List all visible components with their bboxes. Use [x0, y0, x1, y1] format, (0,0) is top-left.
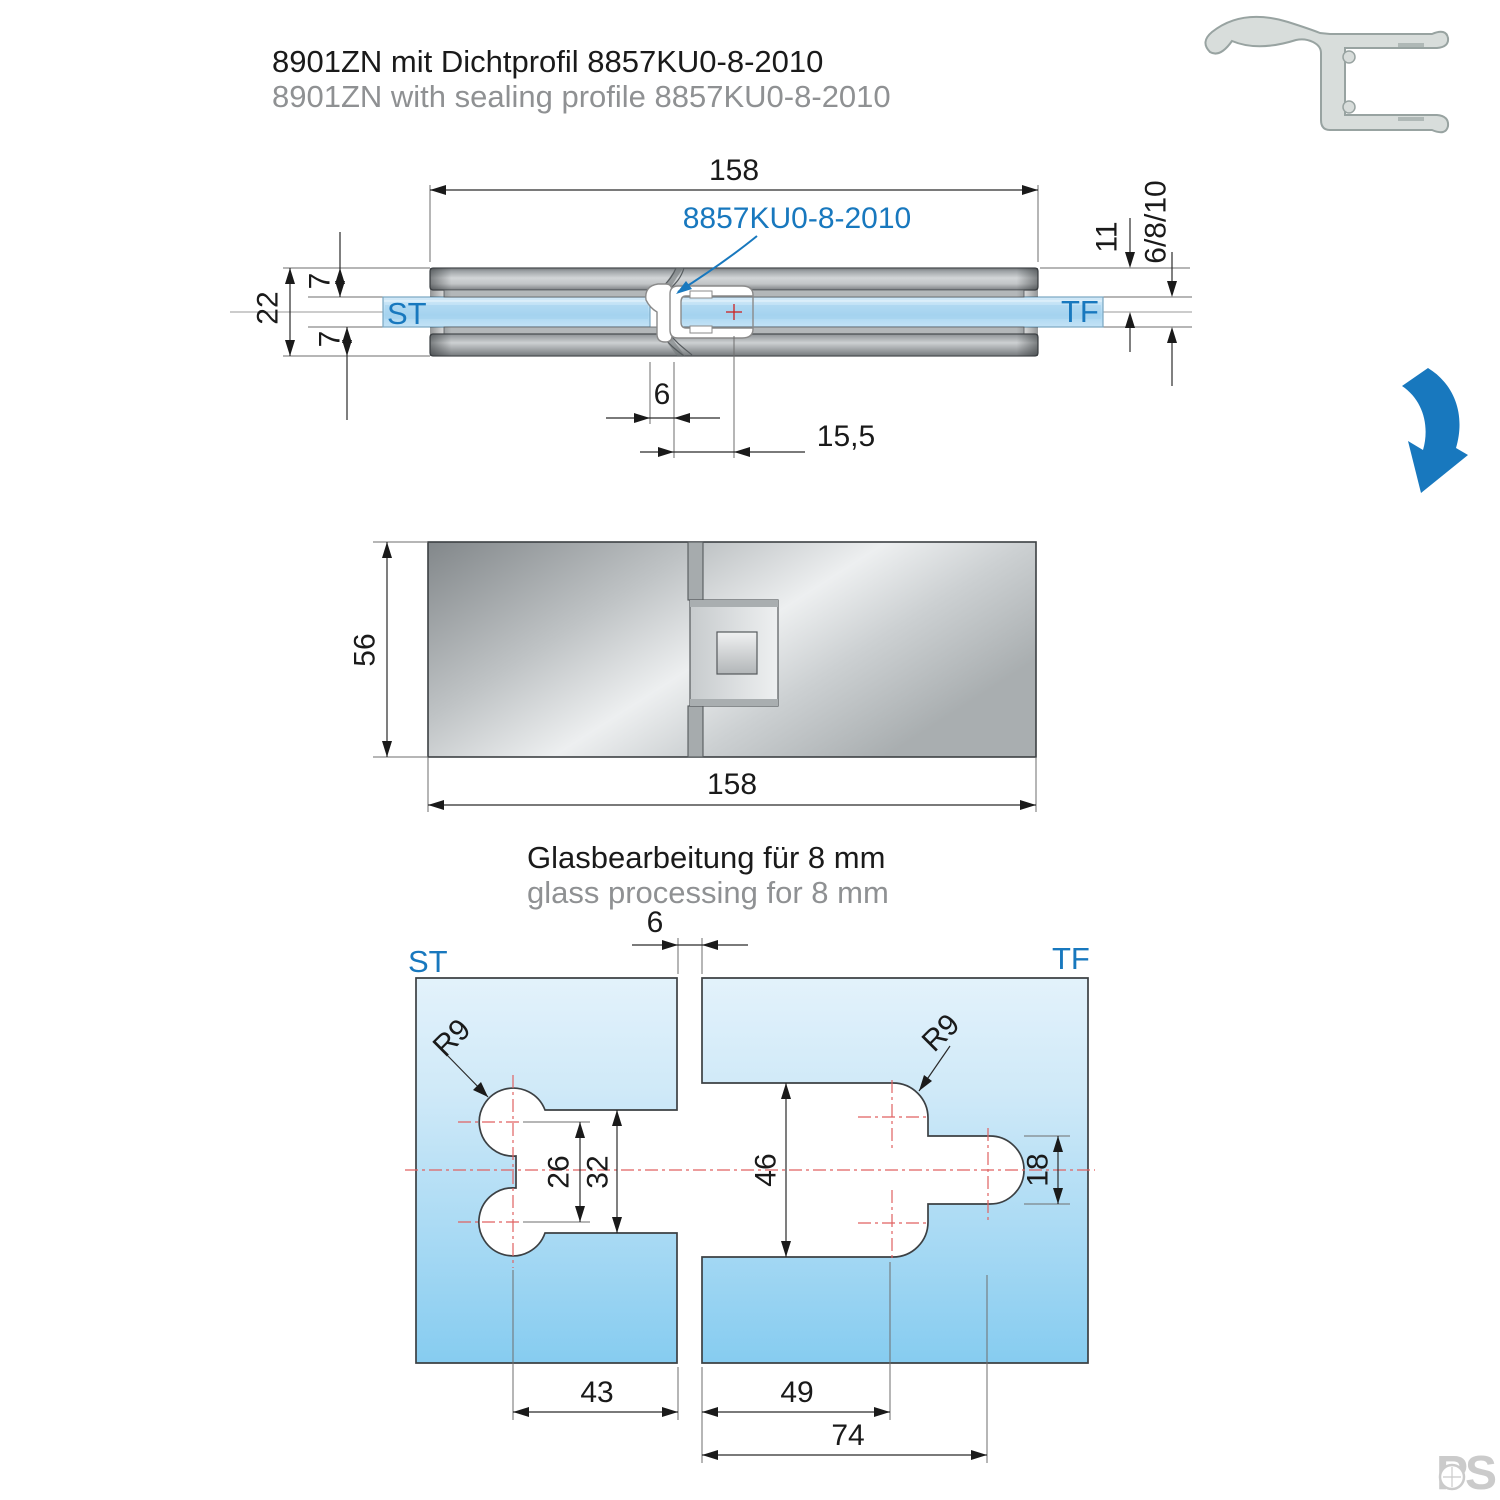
profile-bump-top	[1342, 50, 1356, 64]
page-title: 8901ZN mit Dichtprofil 8857KU0-8-2010 89…	[272, 44, 891, 114]
title-german: 8901ZN mit Dichtprofil 8857KU0-8-2010	[272, 44, 823, 79]
glass-processing-heading: Glasbearbeitung für 8 mm glass processin…	[527, 840, 889, 910]
dim-label: 74	[831, 1419, 864, 1452]
dim-label: 7	[314, 331, 347, 348]
dim-label: 158	[707, 768, 757, 801]
label-tf: TF	[1061, 294, 1099, 329]
heading-german: Glasbearbeitung für 8 mm	[527, 840, 885, 875]
sealing-profile-section	[645, 283, 754, 343]
pin-recess	[689, 599, 779, 707]
dim-top-seven: 7	[304, 232, 345, 297]
dim-label: 32	[582, 1155, 615, 1188]
dim-26: 26	[543, 1122, 585, 1222]
dim-46: 46	[750, 1083, 791, 1257]
dim-49: 49	[702, 1376, 890, 1417]
dim-glass-thickness: 6/8/10	[1140, 180, 1177, 386]
dim-label: 15,5	[817, 420, 875, 453]
profile-callout: 8857KU0-8-2010	[676, 202, 911, 294]
glass-panel-door	[701, 977, 1089, 1364]
dim-18: 18	[1022, 1136, 1063, 1204]
label-tf: TF	[1052, 941, 1090, 976]
glass-panel-fixed	[415, 977, 678, 1364]
dim-section-gap: 6	[606, 378, 720, 423]
title-english: 8901ZN with sealing profile 8857KU0-8-20…	[272, 79, 891, 114]
dim-plan-height: 56	[349, 542, 392, 757]
dim-label: 43	[580, 1376, 613, 1409]
dim-plan-width: 158	[428, 768, 1036, 810]
dim-label: 158	[709, 154, 759, 187]
profile-bump-bottom	[1342, 100, 1356, 114]
dim-label: 6/8/10	[1140, 180, 1173, 263]
section-view: 158 8857KU0-8-2010 22 7 7	[230, 154, 1192, 458]
glass-processing-view: ST TF 6 R9 R9 26	[405, 906, 1095, 1463]
dim-gap: 6	[632, 906, 748, 950]
knuckle-slot-bottom	[687, 705, 704, 758]
dim-pin-axis-offset: 11	[1091, 218, 1135, 352]
dim-label: 46	[750, 1153, 783, 1186]
dim-section-width: 158	[430, 154, 1038, 195]
dim-label: 22	[252, 291, 285, 324]
sealing-profile-icon	[1204, 15, 1450, 134]
dim-label: 26	[543, 1155, 576, 1188]
dim-label: 6	[654, 378, 671, 411]
hinge-pin	[716, 631, 758, 675]
dim-label: 49	[780, 1376, 813, 1409]
dim-74: 74	[702, 1419, 987, 1460]
dim-label: 18	[1022, 1153, 1055, 1186]
dim-label: 7	[304, 273, 337, 290]
profile-outline	[1204, 15, 1450, 134]
label-st: ST	[387, 296, 427, 331]
dim-32: 32	[582, 1110, 622, 1233]
knuckle-slot-top	[687, 541, 704, 601]
dim-bottom-seven: 7	[314, 327, 352, 420]
heading-english: glass processing for 8 mm	[527, 875, 889, 910]
watermark-logo: PS	[1436, 1447, 1499, 1500]
profile-label: 8857KU0-8-2010	[683, 202, 912, 235]
profile-notch-top	[1398, 43, 1424, 47]
glass-pane-fixed	[382, 296, 651, 328]
centerlines	[405, 1075, 1095, 1268]
dim-label: 56	[349, 633, 382, 666]
dim-label: 11	[1091, 221, 1124, 252]
label-st: ST	[408, 944, 448, 979]
dim-pin-distance: 15,5	[640, 420, 875, 457]
rotation-arrow-icon	[1402, 368, 1468, 493]
pin-center-mark	[726, 304, 742, 320]
dim-label: 6	[647, 906, 664, 939]
dim-43: 43	[513, 1376, 678, 1417]
dim-total-height: 22	[252, 268, 295, 356]
profile-notch-bottom	[1398, 117, 1424, 121]
plan-view: 56 158	[349, 541, 1037, 812]
